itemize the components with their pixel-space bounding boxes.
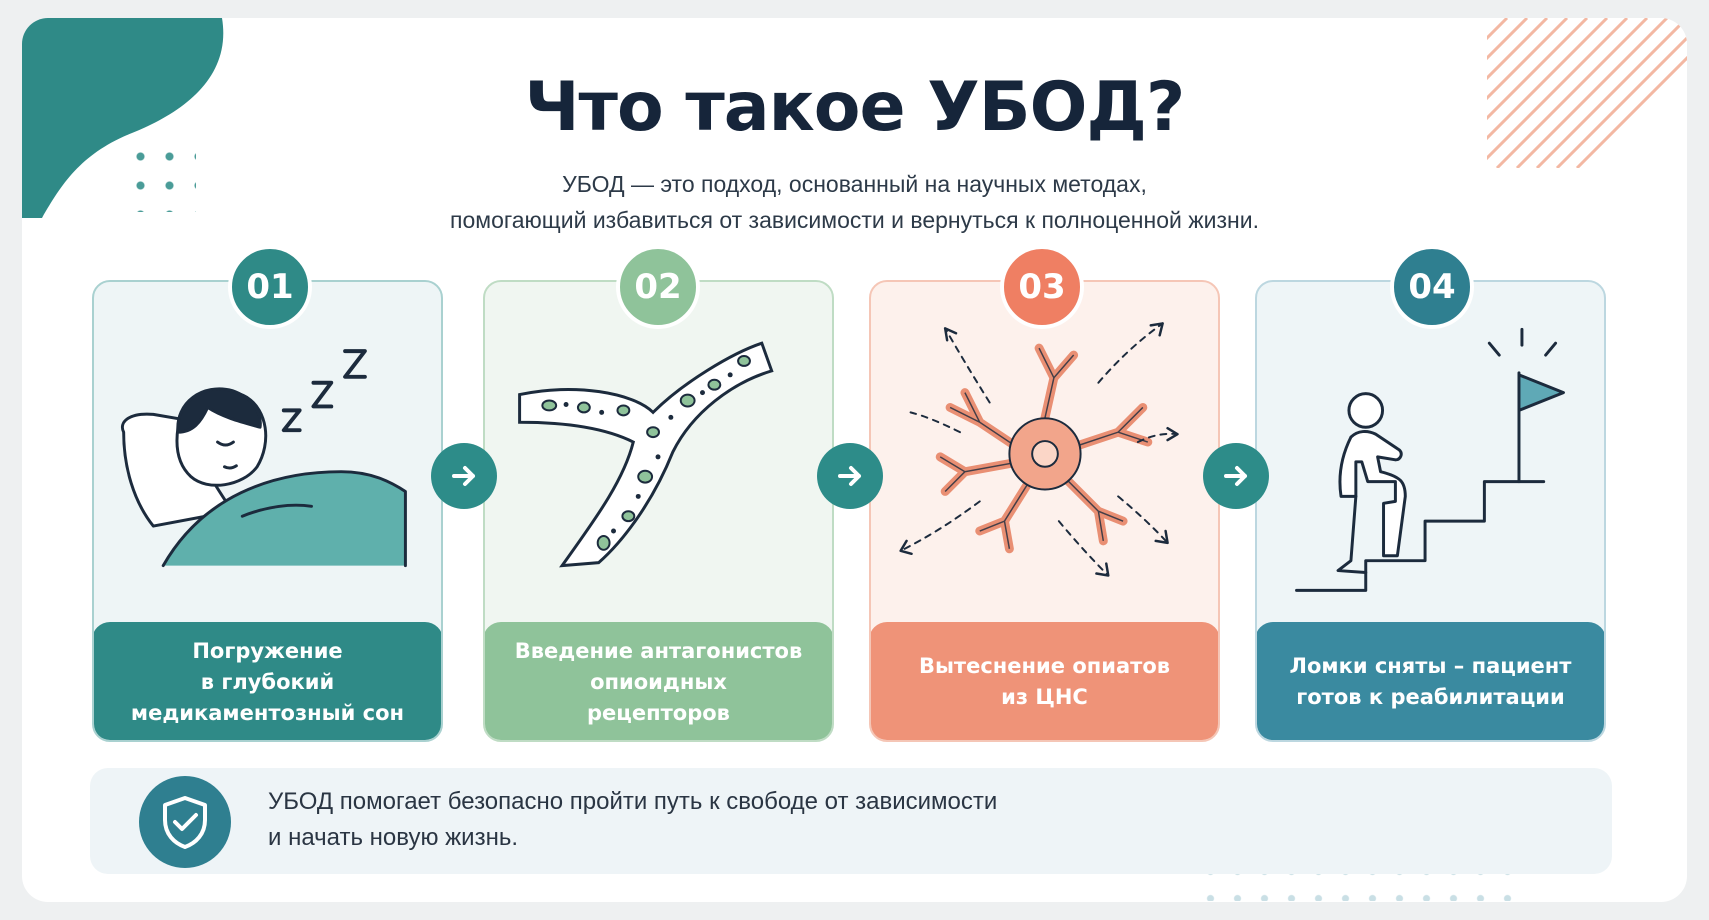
caption-line: готов к реабилитации xyxy=(1296,685,1565,709)
neuron-icon xyxy=(899,322,1179,577)
stairs-flag-icon xyxy=(1295,327,1565,592)
caption-line: рецепторов xyxy=(587,700,730,725)
caption-line: Погружение xyxy=(192,638,343,663)
caption-line: медикаментозный сон xyxy=(130,700,405,725)
caption-line: из ЦНС xyxy=(1001,685,1088,709)
subtitle-line: помогающий избавиться от зависимости и в… xyxy=(450,207,1259,233)
arrow-right-icon xyxy=(431,443,497,509)
step-card-1: Погружение в глубокий медикаментозный со… xyxy=(92,280,443,742)
step-card-4: Ломки сняты – пациент готов к реабилитац… xyxy=(1255,280,1606,742)
shield-check-icon xyxy=(139,776,231,868)
caption-line: Вытеснение опиатов xyxy=(918,654,1171,678)
footer-text: УБОД помогает безопасно пройти путь к св… xyxy=(268,784,997,856)
footer-line: и начать новую жизнь. xyxy=(268,824,519,851)
footer-line: УБОД помогает безопасно пройти путь к св… xyxy=(268,788,998,815)
footer-banner: УБОД помогает безопасно пройти путь к св… xyxy=(90,768,1612,874)
blood-vessel-icon xyxy=(518,341,774,568)
subtitle-line: УБОД — это подход, основанный на научных… xyxy=(562,171,1147,197)
caption-line: опиоидных xyxy=(590,669,727,694)
step-caption-4: Ломки сняты – пациент готов к реабилитац… xyxy=(1257,622,1604,740)
caption-line: Введение антагонистов xyxy=(514,638,803,663)
arrow-right-icon xyxy=(817,443,883,509)
caption-line: в глубокий xyxy=(200,669,335,694)
caption-line: Ломки сняты – пациент xyxy=(1289,654,1572,678)
step-number-badge-1: 01 xyxy=(228,245,312,329)
step-caption-1: Погружение в глубокий медикаментозный со… xyxy=(94,622,441,740)
step-number-badge-3: 03 xyxy=(1000,245,1084,329)
page-subtitle: УБОД — это подход, основанный на научных… xyxy=(22,166,1687,238)
page-title: Что такое УБОД? xyxy=(524,68,1186,147)
stripes-decoration xyxy=(1487,18,1687,168)
step-caption-2: Введение антагонистов опиоидных рецептор… xyxy=(485,622,832,740)
sleeping-person-icon xyxy=(121,349,407,568)
step-number-badge-2: 02 xyxy=(616,245,700,329)
corner-blob-decoration xyxy=(22,18,224,218)
arrow-right-icon xyxy=(1203,443,1269,509)
step-card-2: Введение антагонистов опиоидных рецептор… xyxy=(483,280,834,742)
step-card-3: Вытеснение опиатов из ЦНС xyxy=(869,280,1220,742)
step-number-badge-4: 04 xyxy=(1390,245,1474,329)
dots-decoration-top-left xyxy=(126,142,196,212)
step-caption-3: Вытеснение опиатов из ЦНС xyxy=(871,622,1218,740)
